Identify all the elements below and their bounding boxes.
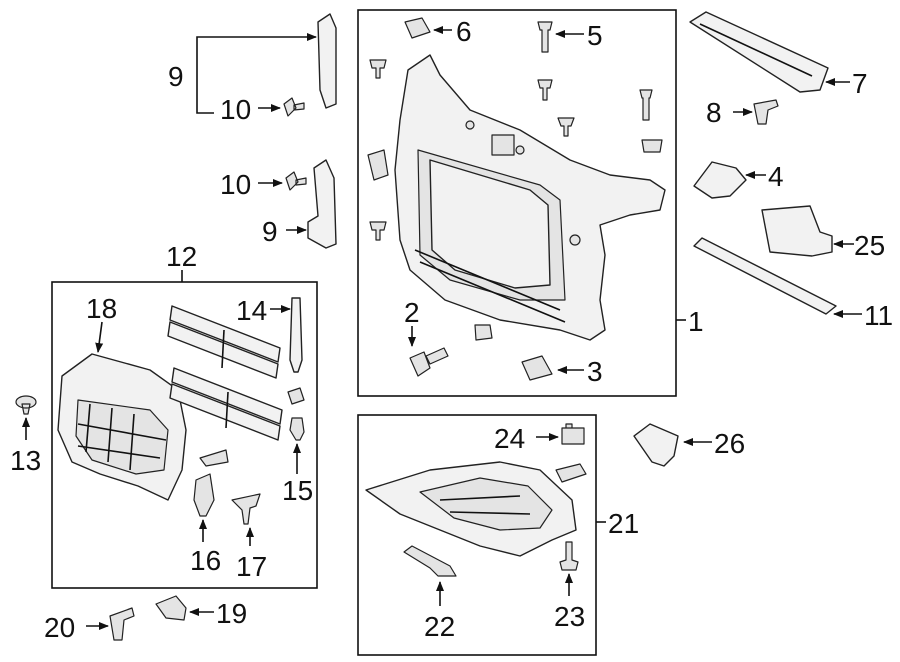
radiator-support-part — [394, 54, 666, 341]
callout-6: 6 — [456, 16, 472, 47]
group-box-splash-shield — [357, 414, 597, 656]
clip-part-6 — [404, 17, 431, 39]
callout-5: 5 — [587, 20, 603, 51]
deflector-part-26 — [633, 423, 679, 467]
callout-22: 22 — [424, 611, 455, 642]
lower-shield-part-11 — [693, 237, 837, 315]
group-box-grille-shutter — [51, 281, 318, 589]
callout-9-lower: 9 — [262, 216, 278, 247]
callout-17: 17 — [236, 551, 267, 582]
actuator-rod-part-14 — [289, 297, 303, 373]
callout-20: 20 — [44, 612, 75, 643]
callout-7: 7 — [852, 68, 868, 99]
callout-19: 19 — [216, 598, 247, 629]
callout-14: 14 — [236, 295, 267, 326]
leader-9-upper-branch — [196, 74, 214, 114]
callout-10-lower: 10 — [220, 169, 251, 200]
clip-part-15 — [287, 387, 305, 441]
shutter-louvers — [167, 305, 283, 441]
clip-part-20 — [109, 607, 135, 641]
push-pin-part-13 — [15, 395, 37, 415]
callout-25: 25 — [854, 230, 885, 261]
clip-part-24 — [561, 423, 585, 445]
clip-part-3 — [521, 355, 553, 381]
callout-18: 18 — [86, 293, 117, 324]
leader-9-upper — [196, 33, 317, 74]
callout-8: 8 — [706, 97, 722, 128]
callout-3: 3 — [587, 356, 603, 387]
clip-part-8 — [753, 99, 779, 125]
callout-21: 21 — [608, 508, 639, 539]
bracket-part-9-upper — [317, 13, 337, 109]
group-box-radiator-support — [357, 9, 677, 397]
screw-part-10-lower — [285, 171, 307, 191]
bracket-part-9-lower — [307, 159, 337, 249]
callout-15: 15 — [282, 475, 313, 506]
sensor-module-part-25 — [761, 205, 833, 257]
callout-2: 2 — [404, 297, 420, 328]
fastener-bolts-top — [367, 59, 663, 341]
clip-part-16 — [193, 473, 215, 517]
callout-24: 24 — [494, 423, 525, 454]
clip-part-24-alt — [555, 463, 587, 483]
callout-11: 11 — [864, 300, 893, 331]
callout-4: 4 — [768, 161, 784, 192]
bracket-part-22 — [403, 545, 457, 577]
bolt-part-5 — [537, 21, 553, 53]
screw-part-10-upper — [283, 97, 305, 117]
bracket-part-19 — [155, 595, 187, 621]
callout-13: 13 — [10, 445, 41, 476]
leader-18 — [95, 321, 104, 353]
bolt-part-23 — [559, 541, 579, 571]
pin-part-17 — [231, 493, 261, 525]
callout-9-upper: 9 — [168, 61, 184, 92]
callout-26: 26 — [714, 428, 745, 459]
callout-23: 23 — [554, 601, 585, 632]
callout-10-upper: 10 — [220, 94, 251, 125]
bolt-part-2 — [409, 347, 449, 377]
callout-16: 16 — [190, 545, 221, 576]
callout-12: 12 — [166, 241, 197, 272]
callout-1: 1 — [688, 306, 704, 337]
bracket-part-4 — [693, 161, 747, 199]
